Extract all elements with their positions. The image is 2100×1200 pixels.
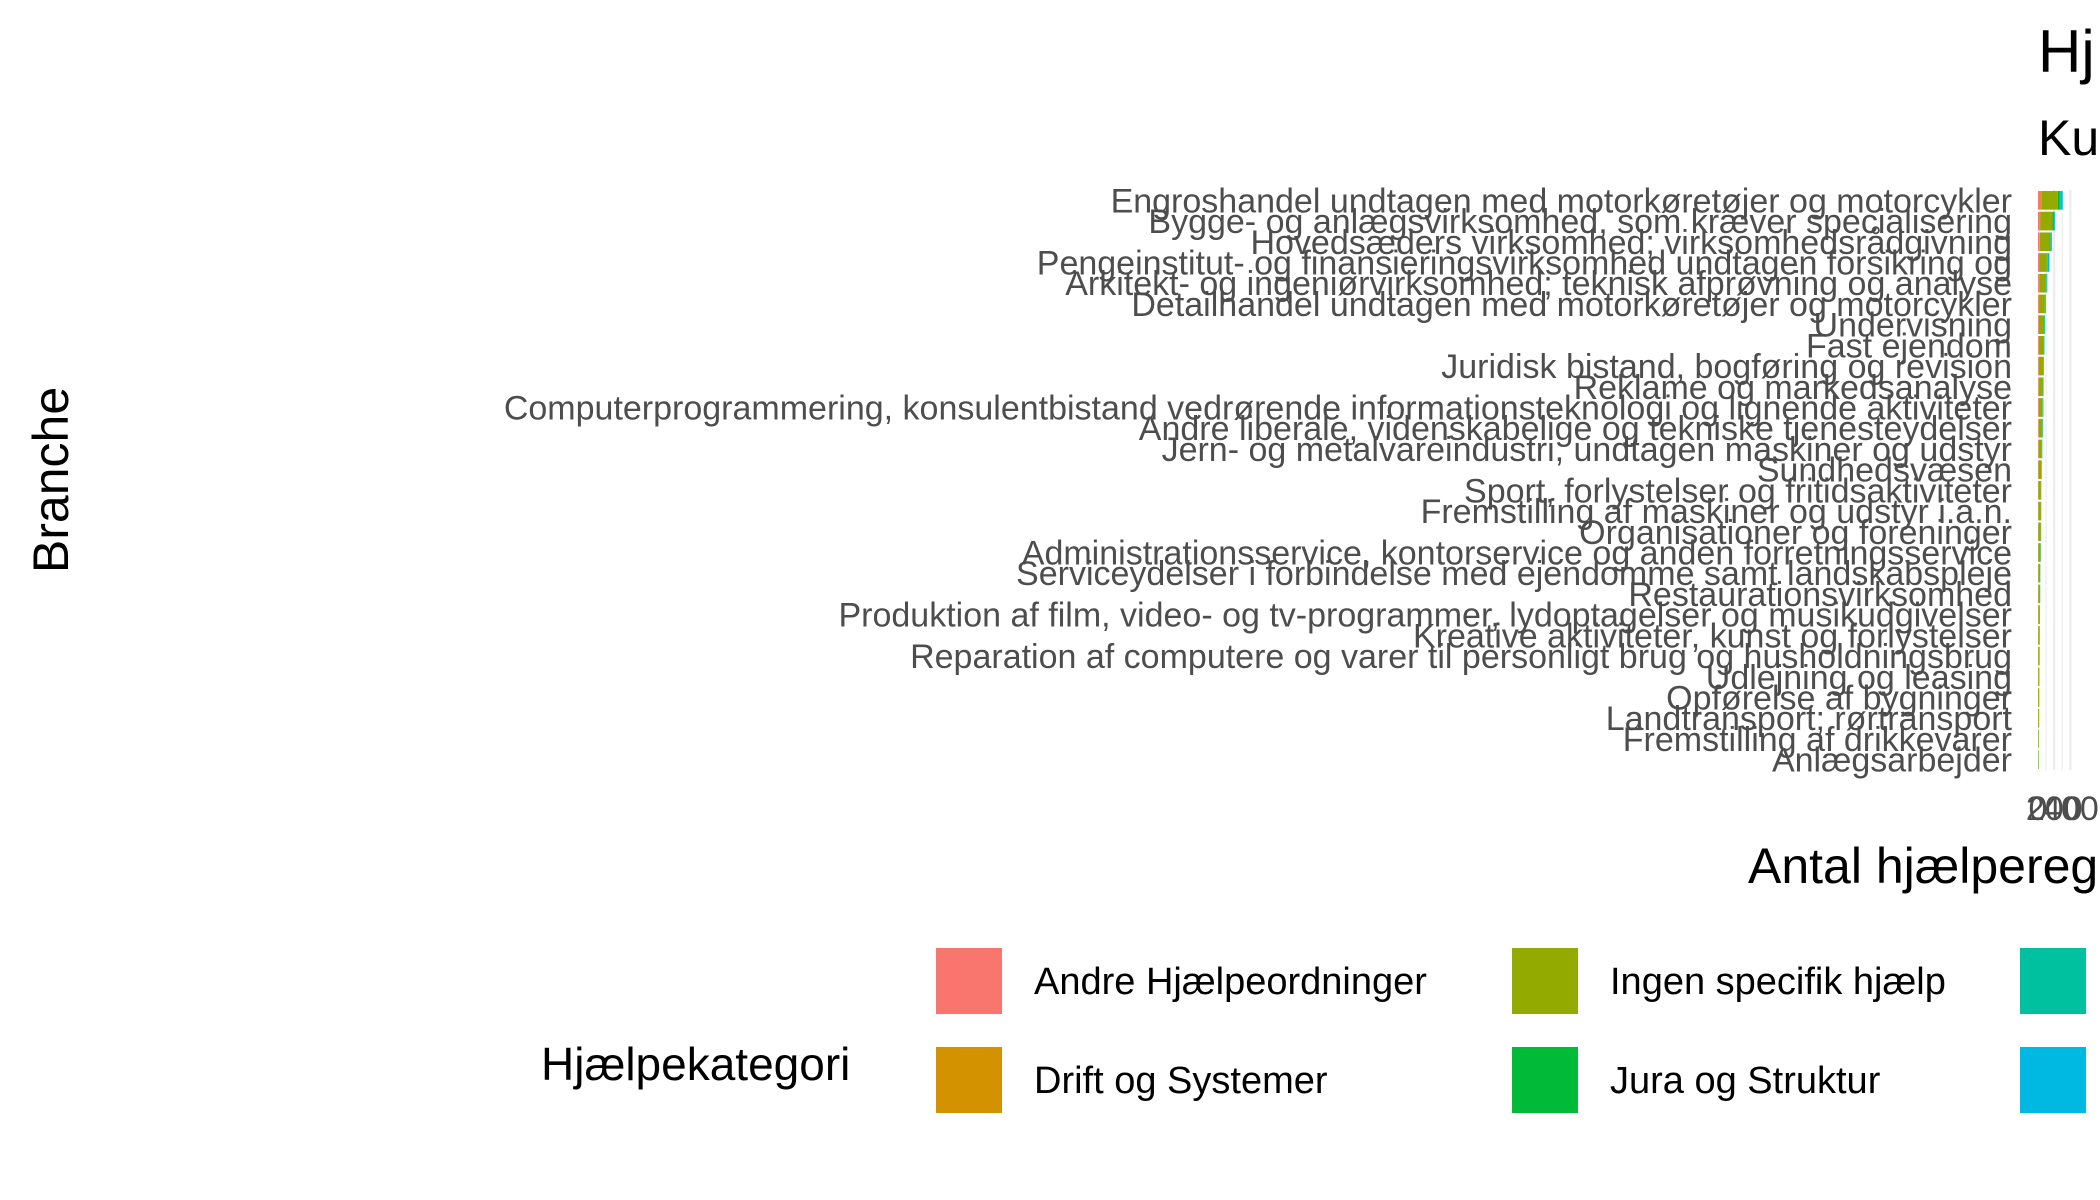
bar-segment bbox=[2038, 688, 2040, 707]
legend-key bbox=[2020, 1047, 2086, 1113]
bar-segment bbox=[2039, 273, 2046, 293]
bar-segment bbox=[2038, 294, 2039, 314]
category-label: Opførelse af bygninger bbox=[1666, 680, 2012, 718]
category-label: Fremstilling af maskiner og udstyr i.a.n… bbox=[1421, 493, 2012, 531]
bar-segment bbox=[2060, 191, 2063, 210]
x-axis-title: Antal hjælpereg bbox=[1748, 838, 2098, 894]
bar-segment bbox=[2038, 418, 2043, 438]
bar-segment bbox=[2047, 253, 2050, 272]
bar-segment bbox=[2038, 626, 2040, 645]
category-label: Anlægsarbejder bbox=[1772, 742, 2012, 780]
bar-segment bbox=[2038, 543, 2041, 562]
bar-segment bbox=[2038, 336, 2044, 355]
bar-segment bbox=[2059, 191, 2061, 210]
category-label: Reklame og markedsanalyse bbox=[1574, 369, 2012, 407]
bar-segment bbox=[2039, 232, 2040, 252]
bar-segment bbox=[2038, 398, 2043, 417]
bar-segment bbox=[2038, 253, 2039, 272]
bar-segment bbox=[2038, 273, 2039, 293]
category-label: Produktion af film, video- og tv-program… bbox=[838, 597, 2012, 635]
category-label: Kreative aktiviteter, kunst og forlystel… bbox=[1413, 617, 2012, 655]
bar-segment bbox=[2038, 729, 2039, 749]
bar-segment bbox=[2041, 191, 2058, 210]
bar-segment bbox=[2038, 605, 2040, 624]
bar-segment bbox=[2038, 460, 2042, 479]
bar-segment bbox=[2046, 273, 2048, 293]
legend-label: Andre Hjælpeordninger bbox=[1034, 961, 1427, 1003]
category-labels: Engroshandel undtagen med motorkøretøjer… bbox=[504, 182, 2013, 779]
bar-segment bbox=[2040, 191, 2042, 210]
bar-segment bbox=[2038, 646, 2040, 666]
chart-title: Hj bbox=[2038, 18, 2095, 85]
bar-segment bbox=[2039, 294, 2045, 314]
category-label: Jern- og metalvareindustri, undtagen mas… bbox=[1162, 431, 2012, 469]
category-label: Reparation af computere og varer til per… bbox=[910, 638, 2012, 676]
category-label: Serviceydelser i forbindelse med ejendom… bbox=[1016, 555, 2012, 593]
bar-segment bbox=[2038, 501, 2041, 521]
category-label: Sundhedsvæsen bbox=[1757, 452, 2012, 490]
bar-segment bbox=[2054, 211, 2055, 231]
category-label: Administrationsservice, kontorservice og… bbox=[1022, 535, 2012, 573]
bar-segment bbox=[2049, 232, 2051, 252]
bar-segment bbox=[2038, 315, 2045, 334]
bar-segment bbox=[2050, 232, 2052, 252]
category-label: Juridisk bistand, bogføring og revision bbox=[1441, 348, 2012, 386]
legend: Hjælpekategori Andre HjælpeordningerDrif… bbox=[541, 948, 2086, 1113]
bar-segment bbox=[2039, 211, 2041, 231]
bar-segment bbox=[2039, 253, 2047, 272]
bar-segment bbox=[2038, 191, 2041, 210]
legend-key bbox=[936, 1047, 1002, 1113]
bars bbox=[2038, 191, 2063, 769]
bar-segment bbox=[2038, 481, 2041, 500]
legend-title: Hjælpekategori bbox=[541, 1038, 850, 1090]
bar-segment bbox=[2038, 439, 2042, 459]
category-label: Engroshandel undtagen med motorkøretøjer… bbox=[1111, 182, 2012, 220]
bar-segment bbox=[2038, 232, 2040, 252]
legend-label: Jura og Struktur bbox=[1610, 1060, 1881, 1102]
category-label: Detailhandel undtagen med motorkøretøjer… bbox=[1131, 286, 2012, 324]
category-label: Pengeinstitut- og finansieringsvirksomhe… bbox=[1037, 245, 2012, 283]
category-label: Fremstilling af drikkevarer bbox=[1623, 721, 2012, 759]
y-axis-title: Branche bbox=[23, 387, 79, 573]
bar-segment bbox=[2046, 253, 2048, 272]
category-label: Computerprogrammering, konsulentbistand … bbox=[504, 390, 2012, 428]
bar-segment bbox=[2038, 211, 2040, 231]
legend-key bbox=[936, 948, 1002, 1014]
x-tick-label: 200 bbox=[2026, 790, 2083, 828]
legend-key bbox=[2020, 948, 2086, 1014]
category-label: Andre liberale, videnskabelige og teknis… bbox=[1139, 410, 2012, 448]
category-label: Arkitekt- og ingeniørvirksomhed; teknisk… bbox=[1065, 265, 2012, 303]
category-label: Restaurationsvirksomhed bbox=[1628, 576, 2012, 614]
legend-key bbox=[1512, 1047, 1578, 1113]
bar-segment bbox=[2052, 211, 2054, 231]
bar-segment bbox=[2057, 191, 2060, 210]
legend-label: Ingen specifik hjælp bbox=[1610, 961, 1946, 1003]
category-label: Udlejning og leasing bbox=[1706, 659, 2012, 697]
category-label: Bygge- og anlægsvirksomhed, som kræver s… bbox=[1148, 203, 2012, 241]
bar-segment bbox=[2038, 667, 2040, 687]
bar-segment bbox=[2039, 232, 2050, 252]
legend-label: Drift og Systemer bbox=[1034, 1060, 1328, 1102]
bar-segment bbox=[2038, 708, 2039, 728]
chart-subtitle: Ku bbox=[2038, 110, 2099, 166]
legend-key bbox=[1512, 948, 1578, 1014]
bar-segment bbox=[2038, 522, 2041, 542]
category-label: Hovedsæders virksomhed; virksomhedsrådgi… bbox=[1250, 224, 2012, 262]
x-tick-label: 400 bbox=[2042, 790, 2099, 828]
bar-segment bbox=[2038, 356, 2044, 376]
category-label: Undervisning bbox=[1814, 307, 2012, 345]
x-tick-label: 0 bbox=[2029, 790, 2048, 828]
bar-segment bbox=[2053, 211, 2055, 231]
bar-segment bbox=[2040, 211, 2053, 231]
category-label: Organisationer og foreninger bbox=[1579, 514, 2012, 552]
bar-segment bbox=[2038, 584, 2040, 604]
bar-segment bbox=[2038, 563, 2041, 583]
category-label: Landtransport; rørtransport bbox=[1606, 700, 2013, 738]
bar-segment bbox=[2038, 377, 2043, 397]
category-label: Sport, forlystelser og fritidsaktivitete… bbox=[1464, 472, 2012, 510]
category-label: Fast ejendom bbox=[1806, 327, 2012, 365]
